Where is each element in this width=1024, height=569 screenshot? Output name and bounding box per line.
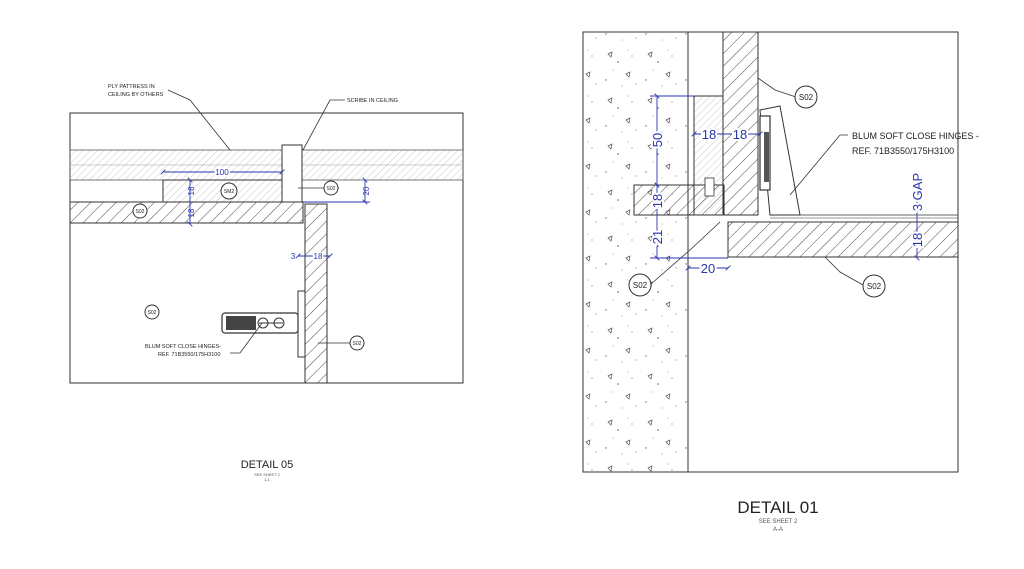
top-panel: [69, 201, 304, 224]
detail-05-frame: [69, 112, 464, 384]
upper-panel: [722, 31, 759, 216]
dim-3-gap: 3 GAP: [910, 173, 925, 211]
hinge-leader: [230, 322, 263, 354]
s02-leader-a: [757, 77, 797, 98]
hinge-note-01-2: REF. 71B3550/175H3100: [852, 146, 954, 156]
detail-01-sheet-ref: SEE SHEET 2: [758, 519, 798, 525]
detail-05-drawing: PLY PATTRESS IN CEILING BY OTHERS SCRIBE…: [69, 84, 464, 384]
tag-s02-a-01: S02: [799, 93, 814, 102]
tag-s02-a-circle-01: [794, 85, 818, 109]
concrete-wall: [582, 31, 689, 473]
detail-05-section-ref: 1-1: [264, 477, 270, 482]
detail-01-title: DETAIL 01: [737, 498, 819, 517]
dim-20-01: 20: [701, 261, 715, 276]
dim-21: 21: [650, 230, 665, 244]
dim-100: 100: [215, 168, 229, 177]
s02-leader-b: [650, 221, 721, 285]
tag-s02-a: S02: [136, 209, 145, 215]
dim-18-d-01: 18: [910, 233, 925, 247]
detail-05-sheet-ref: SEE SHEET 2: [254, 472, 280, 477]
dim-50: 50: [650, 133, 665, 147]
ply-pattress-leader: [167, 89, 231, 151]
hinge-note-1: BLUM SOFT CLOSE HINGES-: [145, 344, 221, 350]
dim-3: 3: [291, 252, 296, 261]
dim-20: 20: [362, 186, 371, 195]
ply-pattress-note-2: CEILING BY OTHERS: [108, 92, 164, 98]
dim-18-b-01: 18: [733, 127, 747, 142]
scribe-note: SCRIBE IN CEILING: [347, 98, 398, 104]
tag-s02-c-01: S02: [867, 282, 882, 291]
detail-05-title: DETAIL 05: [240, 459, 294, 471]
detail-01-section-ref: A-A: [772, 527, 783, 533]
tag-s02-b: S02: [327, 186, 336, 192]
tag-s02-b-circle-01: [628, 273, 652, 297]
hinge-leader-01: [789, 134, 848, 196]
hinge-plan: [221, 290, 306, 358]
tag-s02-b-circle: [323, 180, 339, 196]
dim-18-c-01: 18: [650, 194, 665, 208]
dim-18-b: 18: [187, 208, 196, 217]
ply-pattress-note-1: PLY PATTRESS IN: [108, 84, 155, 90]
s02-leader-c: [824, 256, 864, 286]
tag-s02-c-circle-01: [862, 274, 886, 298]
scribe-leader: [302, 99, 345, 151]
tag-sm2-circle: [220, 182, 238, 200]
tag-s02-a-circle: [132, 203, 148, 219]
dim-18-a-01: 18: [702, 127, 716, 142]
hinge-section: [759, 105, 958, 219]
dim-18-c: 18: [314, 252, 323, 261]
dim-18-a: 18: [187, 186, 196, 195]
hinge-note-2: REF. 71B3550/175H3100: [158, 352, 220, 358]
scribe-block: [281, 144, 303, 203]
hinge-note-01-1: BLUM SOFT CLOSE HINGES -: [852, 131, 979, 141]
tag-s02-b-01: S02: [633, 281, 648, 290]
tag-s02-d: S02: [353, 341, 362, 347]
tag-sm2: SM2: [224, 189, 235, 195]
tag-s02-c: S02: [148, 310, 157, 316]
tag-s02-c-circle: [144, 304, 160, 320]
door-panel: [304, 203, 328, 384]
tag-s02-d-circle: [349, 335, 365, 351]
detail-01-drawing: BLUM SOFT CLOSE HINGES - REF. 71B3550/17…: [582, 31, 979, 473]
